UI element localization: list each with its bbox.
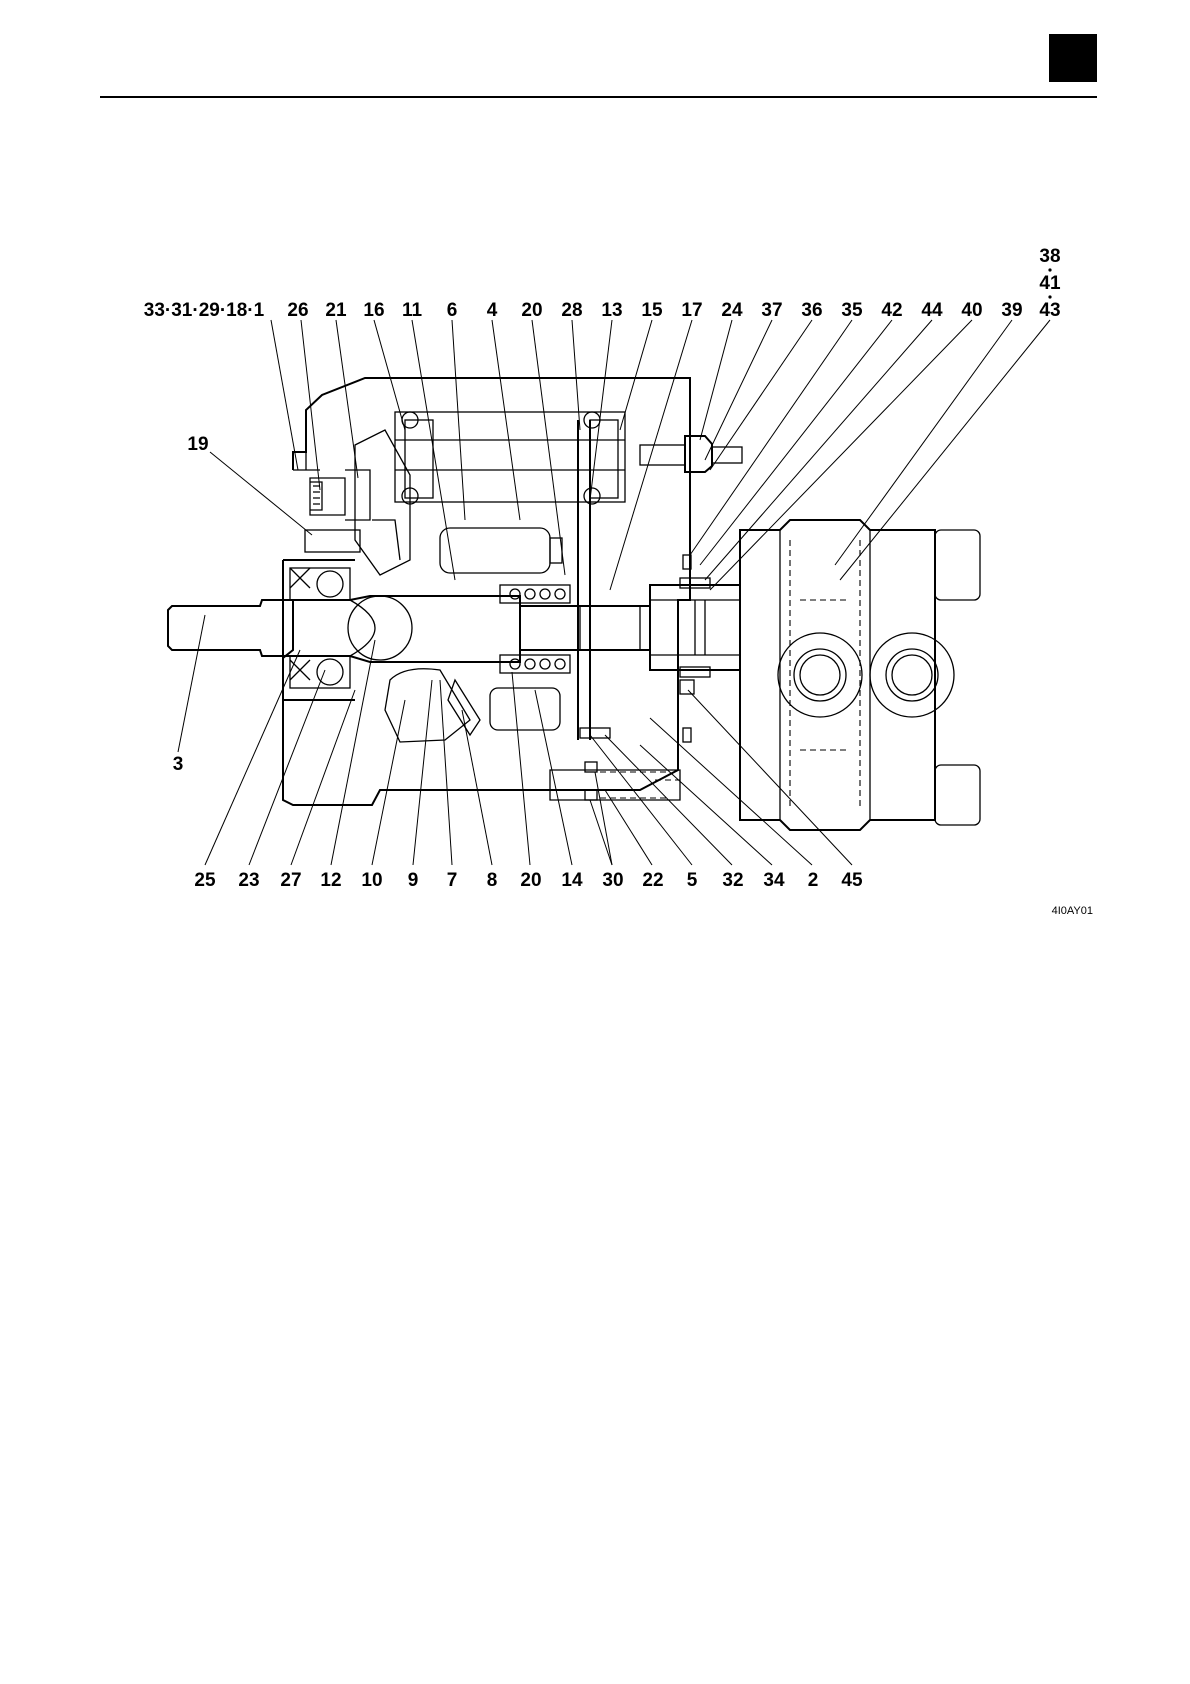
callout-label: 2 [808,870,819,891]
callout-label: 41 [1039,273,1061,294]
callout-label: 22 [642,870,663,891]
stack-dot [1048,268,1051,271]
callout-label: 7 [447,870,458,891]
callout-label: 10 [361,870,382,891]
stack-dot [1048,295,1051,298]
callout-label: 35 [841,300,863,321]
callout-label: 43 [1039,300,1060,321]
callout-label: 42 [881,300,902,321]
callout-label: 3 [173,754,184,775]
callout-label: 24 [721,300,743,321]
callouts-side: 19 3 [173,434,209,775]
callout-label: 11 [402,300,423,321]
callout-label: 26 [287,300,308,321]
callout-label: 8 [487,870,498,891]
leader-lines [178,320,1050,865]
callout-label: 5 [687,870,698,891]
callouts-bottom: 25 23 27 12 10 9 7 8 20 14 30 22 5 32 34… [194,870,863,891]
callout-label: 16 [363,300,384,321]
callout-label: 32 [722,870,743,891]
callout-label: 19 [187,434,208,455]
callout-label: 36 [801,300,822,321]
callout-label: 27 [280,870,301,891]
callout-label: 38 [1039,246,1060,267]
figure-reference-code: 4I0AY01 [1052,905,1093,917]
callout-label: 20 [520,870,541,891]
callout-label: 28 [561,300,582,321]
callout-label: 23 [238,870,259,891]
callout-label: 30 [602,870,623,891]
callout-label: 40 [961,300,982,321]
callout-label: 34 [763,870,785,891]
callout-label: 45 [841,870,863,891]
callout-label: 17 [681,300,702,321]
callout-label: 14 [561,870,583,891]
callout-label: 13 [601,300,622,321]
callout-label: 12 [320,870,341,891]
callout-label: 39 [1001,300,1022,321]
pump-section-linework [168,378,980,830]
callout-label: 20 [521,300,542,321]
callout-label: 9 [408,870,419,891]
callouts-top: 33·31·29·18·1 26 21 16 11 6 4 20 28 13 1… [144,300,1061,321]
callout-label: 33·31·29·18·1 [144,300,265,321]
callout-label: 21 [325,300,347,321]
callout-label: 6 [447,300,458,321]
callout-label: 37 [761,300,782,321]
callouts-stack: 38 41 [1039,246,1061,299]
callout-label: 25 [194,870,216,891]
callout-label: 44 [921,300,943,321]
callout-label: 15 [641,300,663,321]
callout-label: 4 [487,300,498,321]
